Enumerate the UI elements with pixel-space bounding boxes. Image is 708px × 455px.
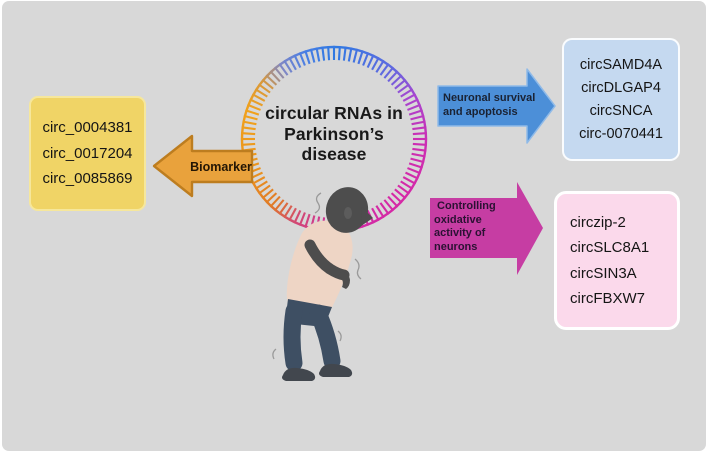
- arrow-label-line: Controlling: [434, 200, 496, 212]
- neuronal-arrow-label: Neuronal survival and apoptosis: [443, 92, 536, 119]
- oxidative-circrna-box: circzip-2 circSLC8A1 circSIN3A circFBXW7: [554, 191, 680, 330]
- circrna-item: circ_0085869: [42, 170, 133, 188]
- arrow-label-line: oxidative: [434, 213, 482, 226]
- circrna-item: circzip-2: [570, 213, 626, 231]
- circrna-item: circ_0017204: [42, 144, 133, 162]
- circrna-item: circSAMD4A: [579, 56, 663, 73]
- figure-title: circular RNAs in Parkinson’s disease: [249, 103, 419, 165]
- right-arrow-icon: [430, 182, 543, 275]
- figure-title-line: Parkinson’s: [284, 123, 384, 144]
- neuronal-survival-arrow: Neuronal survival and apoptosis: [436, 67, 558, 145]
- oxidative-arrow-label: Controlling oxidative activity of neuron…: [434, 200, 518, 254]
- right-arrow-icon: [437, 68, 556, 144]
- neuronal-circrna-box: circSAMD4A circDLGAP4 circSNCA circ-0070…: [562, 38, 680, 161]
- circrna-item: circSLC8A1: [570, 239, 650, 256]
- biomarker-circrna-box: circ_0004381 circ_0017204 circ_0085869: [29, 96, 146, 211]
- circrna-item: circ_0004381: [42, 119, 133, 137]
- arrow-label-line: and apoptosis: [443, 105, 518, 118]
- circrna-item: circ-0070441: [579, 125, 663, 142]
- left-arrow-icon: [152, 134, 254, 198]
- circrna-item: circDLGAP4: [581, 79, 661, 96]
- oxidative-activity-arrow: Controlling oxidative activity of neuron…: [428, 180, 546, 277]
- biomarker-arrow: Biomarker: [152, 134, 254, 198]
- arrow-label-line: Neuronal survival: [443, 92, 536, 104]
- circrna-item: circSIN3A: [570, 264, 637, 282]
- circrna-item: circFBXW7: [570, 290, 645, 307]
- parkinsons-patient-illustration: [272, 187, 373, 381]
- biomarker-arrow-label: Biomarker: [190, 151, 252, 182]
- arrow-label-line: neurons: [434, 240, 478, 253]
- circrna-item: circSNCA: [589, 102, 653, 119]
- arrow-label-line: Biomarker: [190, 159, 252, 174]
- figure-title-line: disease: [301, 144, 367, 164]
- figure-title-line: circular RNAs in: [265, 103, 403, 123]
- arrow-label-line: activity of: [434, 227, 486, 239]
